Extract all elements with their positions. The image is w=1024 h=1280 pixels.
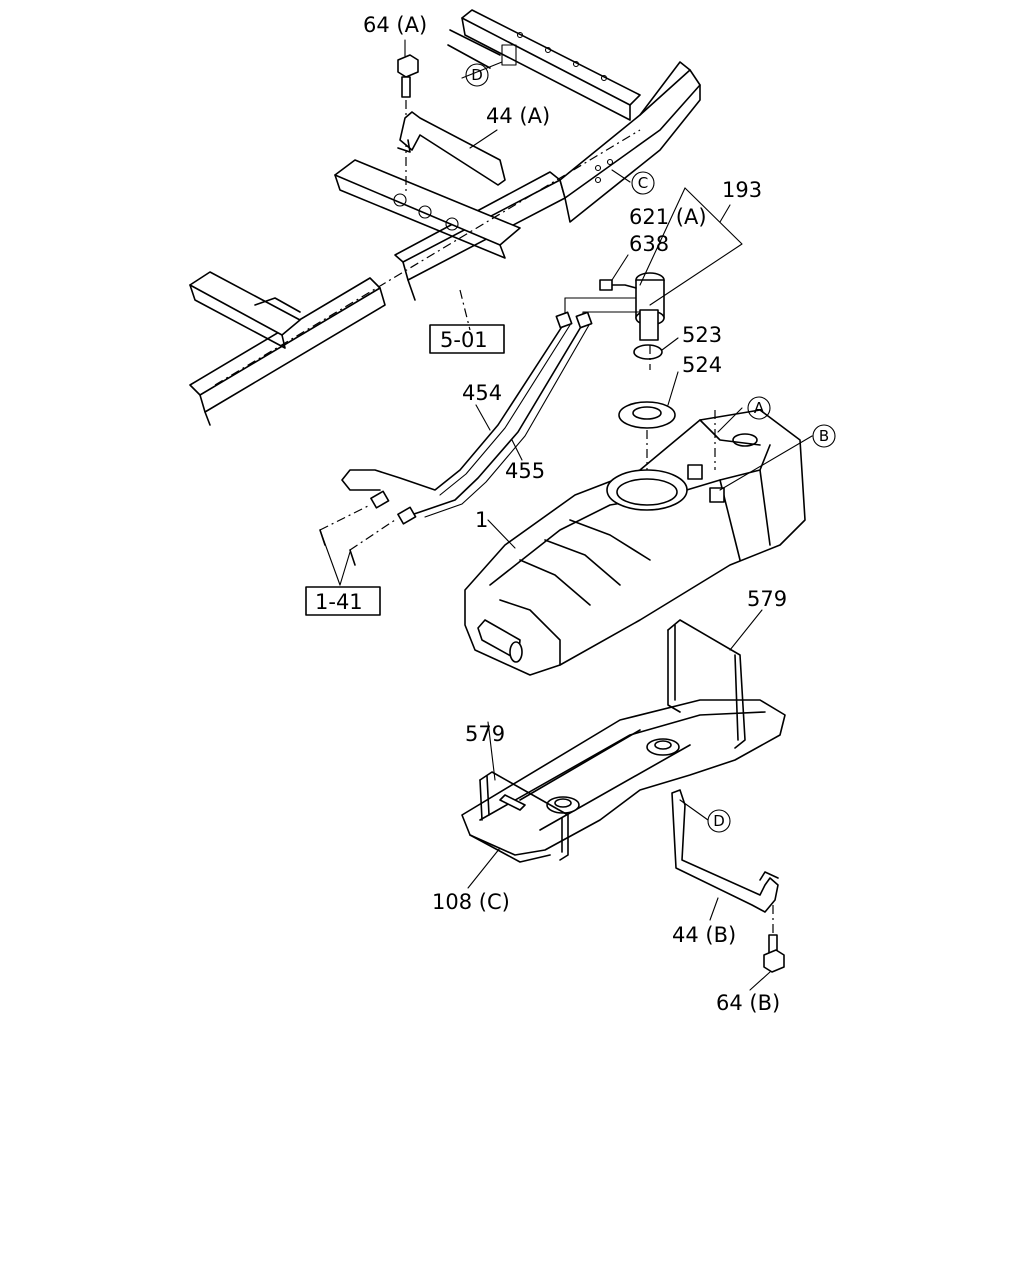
label-part-64a[interactable]: 64 (A) <box>363 13 427 37</box>
strap-44a <box>397 111 506 186</box>
fuel-lines <box>319 311 593 566</box>
callout-c: C <box>631 171 655 195</box>
label-part-579-right[interactable]: 579 <box>747 587 787 611</box>
section-ref-box-frame <box>429 324 505 354</box>
label-part-579-left[interactable]: 579 <box>465 722 505 746</box>
callout-b: B <box>812 424 836 448</box>
chassis-frame <box>189 9 701 426</box>
strap-579-left <box>479 771 569 861</box>
label-part-1[interactable]: 1 <box>475 508 488 532</box>
callout-a-letter: A <box>754 399 765 417</box>
label-part-44a[interactable]: 44 (A) <box>486 104 550 128</box>
callout-d-bottom: D <box>707 809 731 833</box>
label-part-44b[interactable]: 44 (B) <box>672 923 736 947</box>
section-ref-piping[interactable]: 1-41 <box>315 590 363 614</box>
strap-579-right <box>667 619 746 749</box>
callout-d-bottom-letter: D <box>713 812 725 830</box>
bolt-64b <box>763 905 785 973</box>
callout-d-top-letter: D <box>471 66 483 84</box>
callout-b-letter: B <box>819 427 829 445</box>
label-part-621a[interactable]: 621 (A) <box>629 205 707 229</box>
strap-44b <box>671 789 779 913</box>
label-part-455[interactable]: 455 <box>505 459 545 483</box>
label-part-64b[interactable]: 64 (B) <box>716 991 780 1015</box>
o-ring-523 <box>633 344 663 360</box>
callout-c-letter: C <box>638 174 648 192</box>
bolt-64a <box>397 54 419 195</box>
label-part-523[interactable]: 523 <box>682 323 722 347</box>
callout-a: A <box>747 396 771 420</box>
label-part-454[interactable]: 454 <box>462 381 502 405</box>
tank-protector <box>461 699 786 863</box>
callout-d-top: D <box>465 63 489 87</box>
label-part-638[interactable]: 638 <box>629 232 669 256</box>
section-ref-frame[interactable]: 5-01 <box>440 328 488 352</box>
label-part-524[interactable]: 524 <box>682 353 722 377</box>
section-ref-box-piping <box>305 586 381 616</box>
fuel-tank <box>464 409 806 676</box>
leader-lines <box>319 39 813 991</box>
retainer-524 <box>618 401 676 429</box>
label-part-193[interactable]: 193 <box>722 178 762 202</box>
label-part-108c[interactable]: 108 (C) <box>432 890 510 914</box>
